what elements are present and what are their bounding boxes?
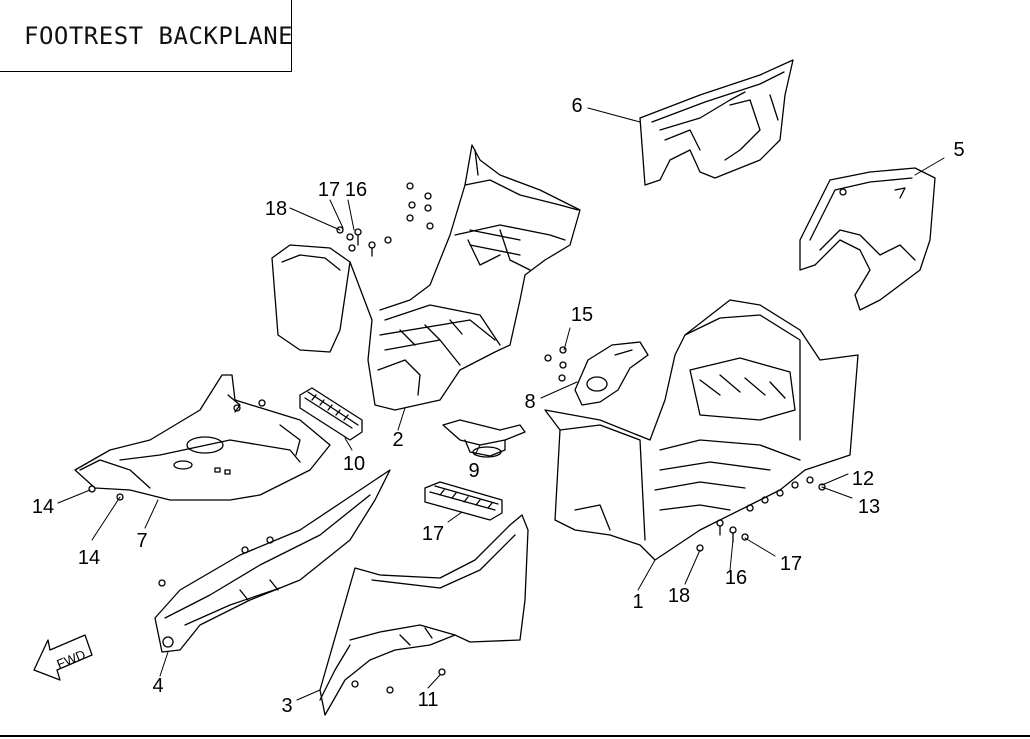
callout-label-16: 16 (725, 567, 747, 589)
part-4-left-side-rail (154, 469, 391, 653)
callout-label-3: 3 (281, 695, 292, 717)
leader-lines (57, 107, 945, 701)
part-5-side-fender-panel (799, 167, 936, 311)
callout-label-5: 5 (953, 139, 964, 161)
callout-label-12: 12 (852, 468, 874, 490)
callout-label-17: 17 (780, 553, 802, 575)
part-3-right-side-rail (319, 514, 529, 716)
part-1-right-footwell (544, 299, 859, 561)
callout-label-1: 1 (632, 591, 643, 613)
callout-label-15: 15 (571, 304, 593, 326)
callout-label-14: 14 (78, 547, 100, 569)
callout-label-13: 13 (858, 496, 880, 518)
callout-label-2: 2 (392, 429, 403, 451)
callout-label-18: 18 (265, 198, 287, 220)
callout-label-10: 10 (343, 453, 365, 475)
forward-direction-arrow (33, 634, 93, 681)
fwd-label: FWD (55, 647, 88, 672)
diagram-title: FOOTREST BACKPLANE (24, 22, 294, 50)
bottom-border (0, 735, 1030, 737)
part-2-left-footwell (271, 144, 581, 411)
callout-label-4: 4 (152, 675, 163, 697)
callout-label-14: 14 (32, 496, 54, 518)
callout-label-6: 6 (571, 95, 582, 117)
part-17-right-footpeg (424, 481, 503, 521)
title-box: FOOTREST BACKPLANE (0, 0, 294, 72)
callout-label-18: 18 (668, 585, 690, 607)
part-8-cover (574, 341, 649, 406)
part-9-bracket (442, 419, 526, 458)
callout-label-8: 8 (524, 391, 535, 413)
callout-label-9: 9 (468, 460, 479, 482)
callout-label-16: 16 (345, 179, 367, 201)
part-10-left-footpeg (299, 387, 363, 441)
part-6-rear-upper-panel (639, 59, 794, 186)
callout-label-7: 7 (136, 530, 147, 552)
callout-label-17: 17 (422, 523, 444, 545)
callout-label-11: 11 (418, 689, 439, 711)
part-7-skid-plate (74, 374, 331, 501)
callout-label-17: 17 (318, 179, 340, 201)
